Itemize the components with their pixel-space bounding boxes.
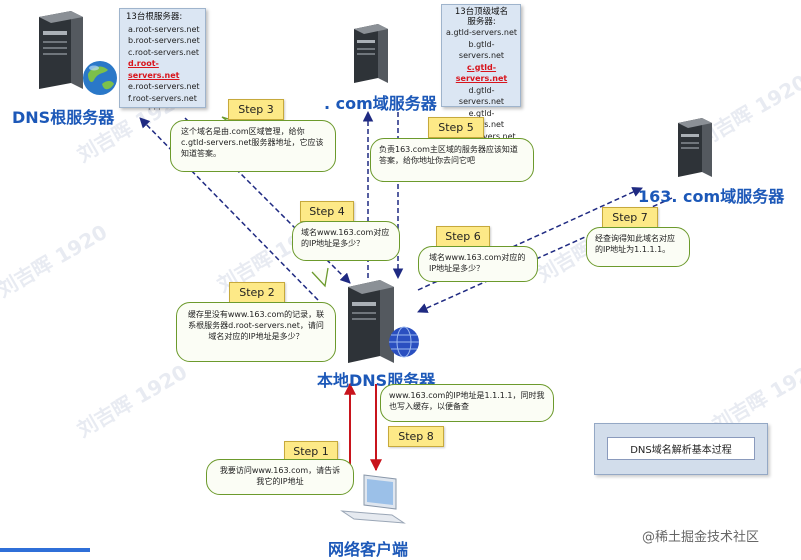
step-1-bubble: 我要访问www.163.com，请告诉我它的IP地址 <box>206 459 354 495</box>
step-6-tag: Step 6 <box>436 226 490 247</box>
network-globe-icon <box>389 326 419 358</box>
root-server-item: a.root-servers.net <box>128 24 200 34</box>
com-server-label: . com域服务器 <box>324 94 437 113</box>
root-server-item: c.root-servers.net <box>128 47 200 57</box>
step-2-bubble: 缓存里没有www.163.com的记录，联系根服务器d.root-servers… <box>176 302 336 362</box>
step-3-tag: Step 3 <box>228 99 284 120</box>
com-server-item: a.gtld-servers.net <box>446 28 518 37</box>
step-6-bubble: 域名www.163.com对应的IP地址是多少？ <box>418 246 538 282</box>
root-server-list: 13台根服务器: a.root-servers.net b.root-serve… <box>119 8 206 114</box>
legend-box: DNS域名解析基本过程 <box>594 423 768 475</box>
client-label: 网络客户端 <box>328 540 409 559</box>
root-server-item-more: · · · <box>148 105 161 114</box>
com-list-title: 13台顶级域名服务器: <box>454 7 509 27</box>
footer-credit: @稀土掘金技术社区 <box>642 530 760 545</box>
legend-title: DNS域名解析基本过程 <box>607 437 755 460</box>
com-server-item-highlight: c.gtld-servers.net <box>455 62 508 84</box>
arrow-reply-163 <box>417 197 673 313</box>
com-server-item: d.gtld-servers.net <box>458 85 505 107</box>
root-server-item-highlight: d.root-servers.net <box>128 59 180 80</box>
com-server-icon <box>354 24 388 83</box>
d163-server-label: 163. com域服务器 <box>638 187 785 206</box>
arrow-query-root <box>139 117 319 301</box>
step-3-bubble: 这个域名是由.com区域管理，给你c.gtld-servers.net服务器地址… <box>170 120 336 172</box>
step-5-bubble: 负责163.com主区域的服务器应该知道答案，给你地址你去问它吧 <box>370 138 534 182</box>
root-server-item: b.root-servers.net <box>128 36 200 45</box>
local-server-icon <box>348 280 394 363</box>
computer-icon <box>340 474 406 524</box>
globe-icon <box>83 61 117 95</box>
step-1-tag: Step 1 <box>284 441 338 462</box>
step-4-bubble: 域名www.163.com对应的IP地址是多少？ <box>292 221 400 261</box>
root-server-item: f.root-servers.net <box>128 93 197 103</box>
d163-server-icon <box>678 118 712 177</box>
step-5-tag: Step 5 <box>428 117 484 138</box>
step-8-bubble: www.163.com的IP地址是1.1.1.1，同时我也写入缓存，以便备查 <box>380 384 554 422</box>
step-8-tag: Step 8 <box>388 426 444 447</box>
step-2-tag: Step 2 <box>229 282 285 303</box>
step-4-tag: Step 4 <box>300 201 354 222</box>
com-server-list: 13台顶级域名服务器: a.gtld-servers.net b.gtld-se… <box>441 4 521 141</box>
progress-bar <box>0 548 90 552</box>
root-server-icon <box>39 11 83 89</box>
step-7-tag: Step 7 <box>602 207 658 228</box>
com-server-item: b.gtld-servers.net <box>458 39 505 61</box>
root-list-title: 13台根服务器: <box>126 12 183 22</box>
step-7-bubble: 经查询得知此域名对应的IP地址为1.1.1.1。 <box>586 227 690 267</box>
root-server-label: DNS根服务器 <box>12 108 115 127</box>
root-server-item: e.root-servers.net <box>128 82 200 91</box>
